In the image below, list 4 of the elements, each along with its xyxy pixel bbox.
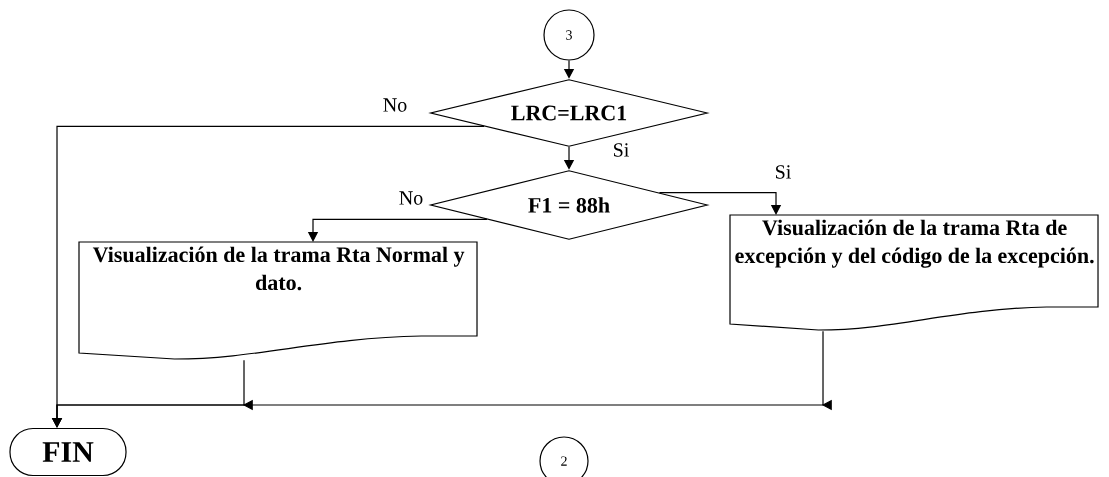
- edge-label: No: [380, 96, 410, 114]
- edge-label: No: [396, 189, 426, 207]
- arrow: [658, 192, 782, 215]
- edge-label: Si: [772, 163, 794, 181]
